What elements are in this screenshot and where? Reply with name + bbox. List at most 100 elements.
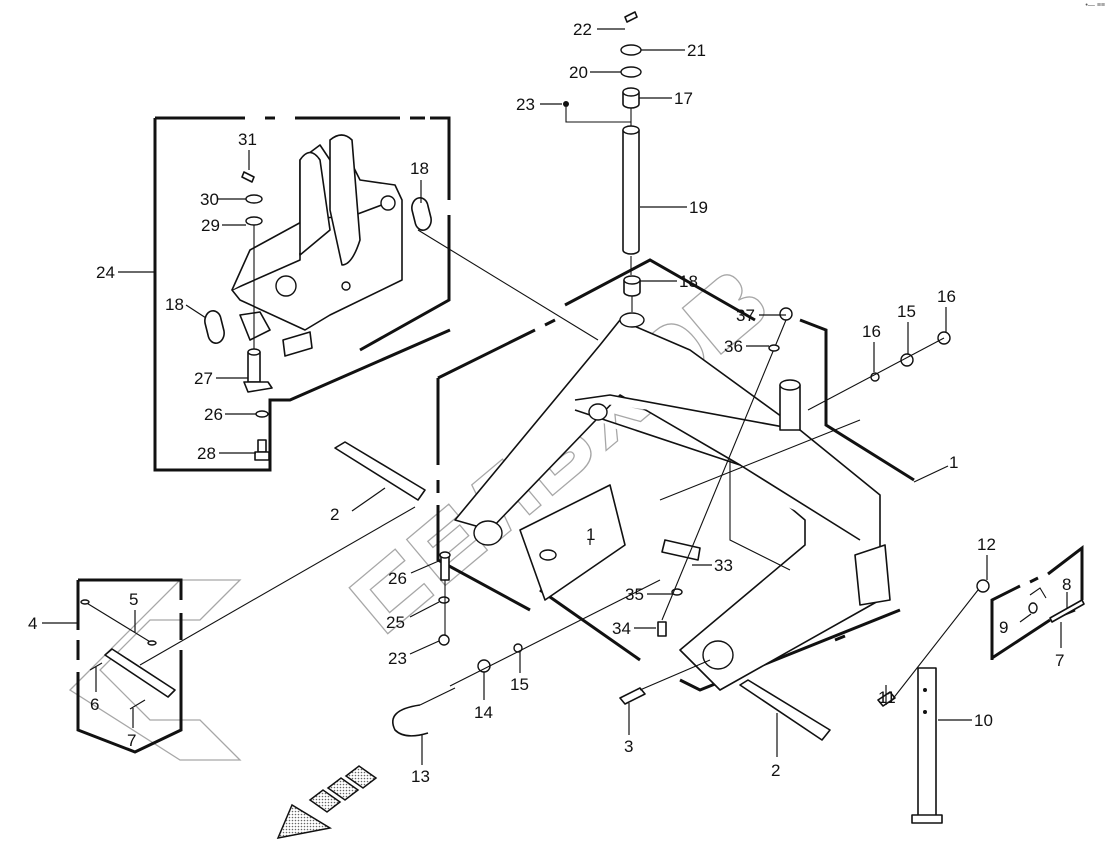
- watermark-letter: [470, 458, 542, 542]
- watermark-logo: [68, 579, 242, 761]
- callout-35[interactable]: 35: [625, 585, 672, 604]
- callout-16-left[interactable]: 15: [510, 652, 529, 694]
- callout-15-left[interactable]: 14: [474, 672, 493, 722]
- callout-7[interactable]: 7: [127, 708, 136, 750]
- watermark-letter: [681, 274, 765, 355]
- corner-mark: •— ≡≡: [1085, 2, 1105, 9]
- callouts: 22 21 20 17 23 19 18 31 30 29 18 24 18 2…: [28, 20, 1071, 786]
- svg-text:14: 14: [474, 703, 493, 722]
- callout-26-bracket[interactable]: 26: [204, 405, 256, 424]
- callout-9[interactable]: 8: [1062, 575, 1071, 608]
- callout-27[interactable]: 26: [388, 559, 442, 588]
- callout-33[interactable]: 33: [692, 556, 733, 575]
- bracket-small-parts: [204, 171, 599, 461]
- callout-21[interactable]: 21: [641, 41, 706, 60]
- svg-text:9: 9: [999, 618, 1008, 637]
- travel-direction-arrow: [276, 765, 378, 840]
- svg-text:3: 3: [624, 737, 633, 756]
- callout-24[interactable]: 24: [96, 263, 155, 282]
- grease-nipple-23: [563, 101, 569, 107]
- callout-2-right[interactable]: 2: [771, 713, 780, 780]
- svg-text:13: 13: [411, 767, 430, 786]
- svg-text:5: 5: [129, 590, 138, 609]
- callout-14[interactable]: 13: [411, 735, 430, 786]
- group-4-outline: [76, 578, 183, 754]
- svg-text:15: 15: [510, 675, 529, 694]
- parking-stand: [911, 587, 1085, 824]
- callout-16-right[interactable]: 16: [862, 322, 881, 372]
- svg-text:23: 23: [388, 649, 407, 668]
- callout-23[interactable]: 23: [516, 95, 562, 114]
- callout-3[interactable]: 3: [624, 703, 633, 756]
- callout-34[interactable]: 34: [612, 619, 656, 638]
- svg-text:1: 1: [586, 525, 595, 544]
- svg-text:19: 19: [689, 198, 708, 217]
- callout-2-left[interactable]: 2: [330, 487, 386, 524]
- svg-text:35: 35: [625, 585, 644, 604]
- svg-text:36: 36: [724, 337, 743, 356]
- callout-6[interactable]: 6: [90, 667, 99, 714]
- svg-text:29: 29: [201, 216, 220, 235]
- svg-text:7: 7: [1055, 651, 1064, 670]
- callout-20[interactable]: 20: [569, 63, 621, 82]
- svg-text:23: 23: [516, 95, 535, 114]
- pin-kit: [80, 506, 416, 710]
- svg-text:20: 20: [569, 63, 588, 82]
- washer-20: [620, 66, 642, 78]
- svg-text:18: 18: [679, 272, 698, 291]
- callout-12[interactable]: 11: [878, 685, 896, 707]
- svg-text:25: 25: [386, 613, 405, 632]
- svg-text:10: 10: [974, 711, 993, 730]
- callout-17[interactable]: 16: [937, 287, 956, 332]
- callout-22[interactable]: 22: [573, 20, 625, 39]
- callout-5[interactable]: 5: [129, 590, 138, 632]
- callout-18-top[interactable]: 17: [639, 89, 693, 108]
- callout-1-inner[interactable]: 1: [586, 525, 595, 545]
- callout-36[interactable]: 36: [724, 337, 769, 356]
- svg-text:34: 34: [612, 619, 631, 638]
- callout-18-bracket-right[interactable]: 18: [410, 159, 429, 203]
- callout-1[interactable]: 1: [913, 453, 958, 483]
- svg-text:30: 30: [200, 190, 219, 209]
- callout-31[interactable]: 30: [200, 190, 246, 209]
- svg-text:27: 27: [194, 369, 213, 388]
- callout-8[interactable]: 7: [1055, 622, 1064, 670]
- callout-25[interactable]: 23: [388, 640, 440, 668]
- svg-text:6: 6: [90, 695, 99, 714]
- callout-18-mid[interactable]: 18: [640, 272, 698, 291]
- callout-29[interactable]: 28: [197, 444, 256, 463]
- callout-18-bracket-left[interactable]: 18: [165, 295, 207, 319]
- watermark-letter: [348, 548, 435, 635]
- top-bracket-assembly: [231, 134, 403, 357]
- svg-text:1: 1: [949, 453, 958, 472]
- svg-text:37: 37: [736, 306, 755, 325]
- svg-text:16: 16: [937, 287, 956, 306]
- callout-4[interactable]: 4: [28, 614, 78, 633]
- svg-text:18: 18: [165, 295, 184, 314]
- callout-37[interactable]: 37: [736, 306, 786, 325]
- svg-text:4: 4: [28, 614, 37, 633]
- group-8-outline: [990, 544, 1084, 660]
- callout-13[interactable]: 12: [977, 535, 996, 580]
- group-24-outline: [153, 116, 451, 472]
- svg-text:21: 21: [687, 41, 706, 60]
- main-frame: [454, 312, 891, 691]
- callout-19[interactable]: 19: [640, 198, 708, 217]
- svg-text:31: 31: [238, 130, 257, 149]
- svg-text:22: 22: [573, 20, 592, 39]
- svg-text:2: 2: [771, 761, 780, 780]
- callout-30[interactable]: 29: [201, 216, 246, 235]
- svg-text:26: 26: [204, 405, 223, 424]
- callout-26-frame[interactable]: 25: [386, 601, 440, 632]
- callout-10[interactable]: 9: [999, 613, 1032, 637]
- callout-28[interactable]: 27: [194, 369, 248, 388]
- svg-text:7: 7: [127, 731, 136, 750]
- group-1-outline: [436, 258, 915, 692]
- lower-link-pins: [334, 441, 831, 741]
- callout-32[interactable]: 31: [238, 130, 257, 170]
- callout-15-right[interactable]: 15: [897, 302, 916, 354]
- svg-text:17: 17: [674, 89, 693, 108]
- pivot-pin-stack: [563, 11, 642, 312]
- callout-11[interactable]: 10: [938, 711, 993, 730]
- pivot-pin-19: [622, 129, 640, 255]
